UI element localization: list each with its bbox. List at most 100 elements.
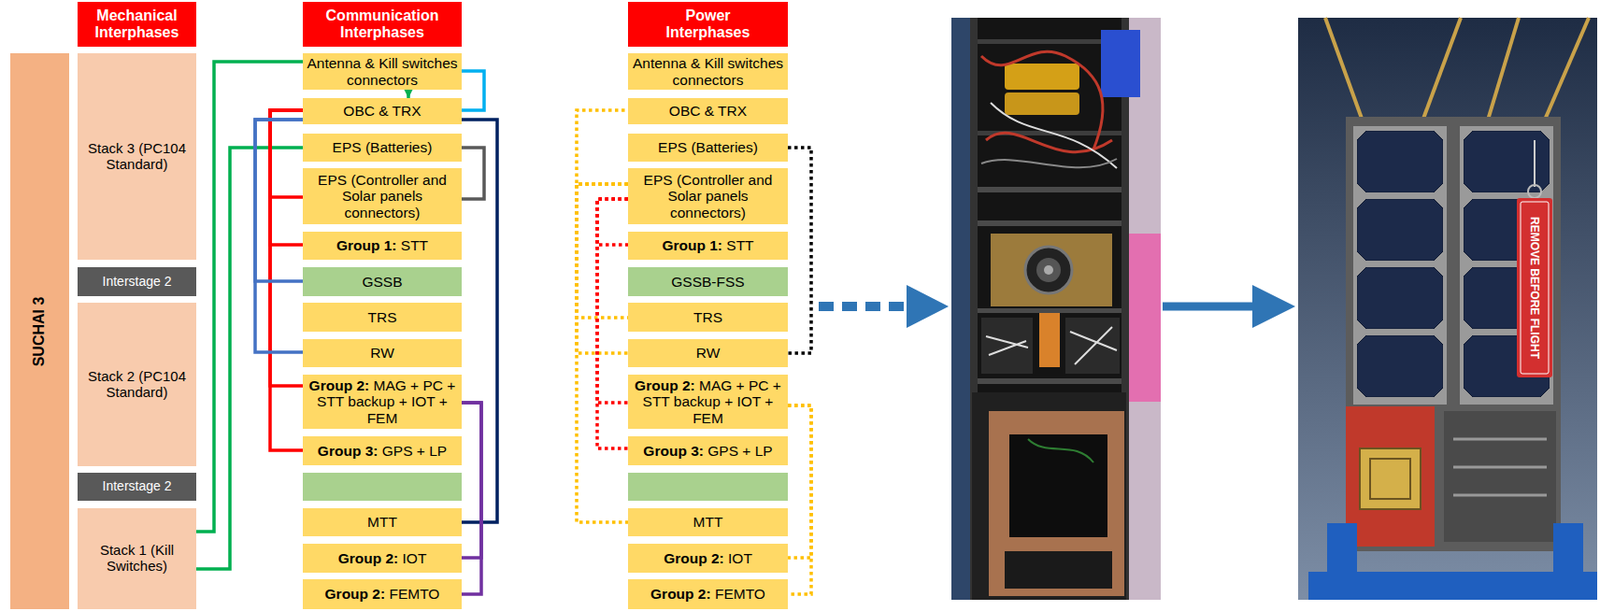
connector-line [461,71,485,111]
group-prefix: Group 3: [642,442,704,459]
node-label: EPS (Batteries) [332,139,433,156]
dashed-flow-arrow [818,285,949,329]
node-label: Group 2: FEMTO [650,585,766,602]
satellite-interior-photo-part [981,317,1033,374]
satellite-interior-photo-part [1126,233,1161,402]
board-box: GSSB [302,267,462,297]
header-box: Mechanical Interphases [77,1,197,47]
node-label: RW [370,344,395,361]
node-label: GSSB-FSS [671,273,744,290]
connector-line [787,405,812,558]
connector-line [406,89,411,99]
assembled-satellite-photo-part [1443,411,1557,543]
group-prefix: Group 2: [663,550,725,567]
node-label: EPS (Batteries) [657,139,758,156]
interstage-box: Interstage 2 [77,267,197,297]
satellite-interior-photo-part [1028,439,1094,463]
subsystem-box: Group 2: MAG + PC + STT backup + IOT + F… [302,374,462,429]
node-label: EPS (Controller and Solar panels connect… [306,171,458,221]
node-label: Stack 2 (PC104 Standard) [81,369,193,401]
assembled-satellite-photo-part [1533,140,1536,187]
node-label: Group 3: GPS + LP [317,442,447,459]
assembled-satellite-photo-part [1516,198,1553,378]
group-prefix: Group 2: [338,550,400,567]
assembled-satellite-photo-part [1357,199,1443,261]
interstage-box: Interstage 2 [77,472,197,501]
warning-tag-text: REMOVE BEFORE FLIGHT [1528,216,1542,359]
subsystem-box: Group 2: IOT [628,543,788,573]
assembled-satellite-photo-part [1359,448,1421,510]
assembled-satellite-photo-part [1463,130,1550,193]
node-label: Group 2: FEMTO [325,585,441,602]
assembled-satellite-photo-part [1542,17,1589,127]
subsystem-box: Antenna & Kill switches connectors [628,53,788,90]
satellite-interior-photo-part [977,220,1122,227]
assembled-satellite-photo-part [1520,201,1549,374]
connector-line [196,61,303,532]
node-label: Mechanical Interphases [81,7,193,42]
satellite-interior-photo-part [1100,29,1141,98]
node-label: Power Interphases [652,7,765,42]
satellite-interior-photo-part [1009,434,1108,538]
subsystem-box: RW [628,339,788,368]
satellite-interior-photo-part [977,39,1122,44]
subsystem-box: Group 1: STT [302,231,462,260]
connector-line [196,147,303,570]
stack-box: Stack 1 (Kill Switches) [77,508,197,610]
node-label: Stack 1 (Kill Switches) [81,542,193,575]
subsystem-box: EPS (Batteries) [302,133,462,162]
satellite-interior-photo-part [951,17,972,600]
connector-line [576,184,629,318]
subsystem-box: MTT [628,508,788,537]
satellite-interior-photo-part [1004,551,1113,589]
subsystem-box: EPS (Controller and Solar panels connect… [302,168,462,225]
assembled-satellite-photo-part [1453,439,1547,496]
solid-flow-arrow [1162,285,1296,329]
group-prefix: Group 2: [309,377,371,394]
connector-line [787,147,812,354]
node-label: Group 2: IOT [338,550,428,567]
satellite-interior-photo [951,17,1161,600]
satellite-interior-photo-part [1036,257,1061,283]
satellite-interior-photo-part [1004,63,1080,90]
node-label: SUCHAI 3 [31,296,49,367]
node-label: Antenna & Kill switches connectors [306,55,458,88]
subsystem-box: OBC & TRX [628,98,788,125]
assembled-satellite-photo-part [1357,335,1443,398]
group-prefix: Group 1: [661,237,723,254]
assembled-satellite-photo-part [1485,17,1519,127]
assembled-satellite-photo-part [1370,458,1411,500]
subsystem-box: TRS [302,302,462,332]
satellite-interior-photo-part [951,17,1161,600]
group-prefix: Group 2: [650,585,712,602]
satellite-interior-photo-part [990,233,1113,307]
connector-line [576,110,629,185]
node-label: Communication Interphases [306,7,458,42]
group-prefix: Group 2: [634,377,696,394]
node-label: Stack 3 (PC104 Standard) [81,141,193,173]
satellite-interior-photo-part [971,392,1127,600]
connector-line [461,147,485,200]
subsystem-box: OBC & TRX [302,98,462,125]
node-label: Antenna & Kill switches connectors [631,55,785,88]
dashed-flow-arrow-part [906,285,949,329]
assembled-satellite-photo-part [1459,126,1554,405]
subsystem-box: Group 2: IOT [302,543,462,573]
connector-line [270,110,303,198]
node-label: Group 2: MAG + PC + STT backup + IOT + F… [306,377,458,427]
subsystem-box: EPS (Batteries) [628,133,788,162]
stack-box: Stack 2 (PC104 Standard) [77,302,197,467]
satellite-interior-photo-part [985,132,1113,152]
connector-line [461,402,482,595]
satellite-interior-photo-part [985,327,1117,365]
stack-box: Stack 3 (PC104 Standard) [77,53,197,260]
satellite-interior-photo-part [970,17,1129,600]
subsystem-box: Antenna & Kill switches connectors [302,53,462,90]
subsystem-box: RW [302,339,462,368]
empty-board-slots-part [628,472,788,501]
connector-line [597,199,629,449]
assembled-satellite-photo-part [1528,185,1542,199]
node-label: OBC & TRX [669,102,747,119]
assembled-satellite-photo [1298,17,1598,600]
